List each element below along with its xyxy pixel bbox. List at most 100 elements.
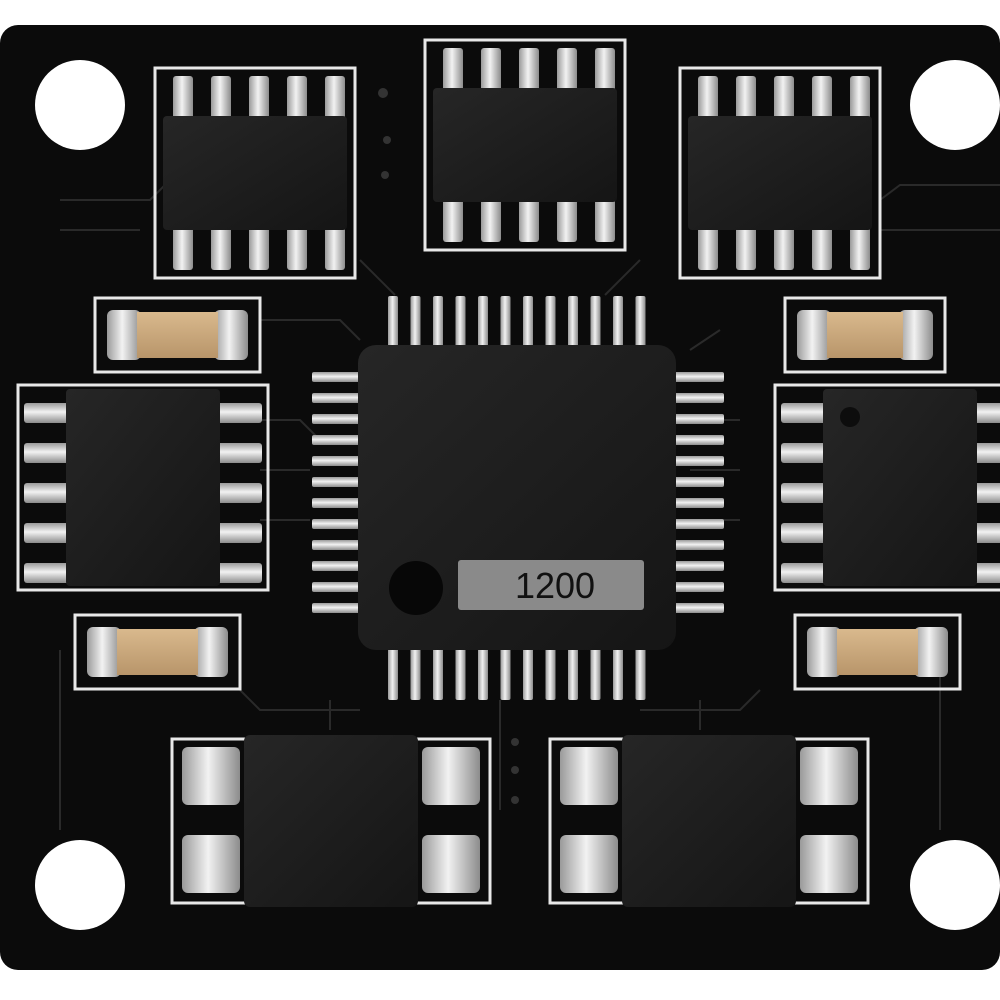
capacitor-4: [793, 613, 962, 691]
silkscreen-outline: [423, 38, 627, 252]
qfp-pin-left: [312, 561, 362, 571]
pin: [287, 226, 307, 270]
cap-body: [117, 629, 198, 675]
pin: [781, 483, 829, 503]
pin: [214, 443, 262, 463]
silkscreen-outline: [73, 613, 242, 691]
soic-chip-top-3: [678, 66, 882, 280]
qfp-pin-left: [312, 540, 362, 550]
qfp-pin-right: [672, 456, 724, 466]
qfp-pin-top: [500, 296, 511, 352]
pin: [249, 226, 269, 270]
power-pad: [422, 747, 480, 805]
pin: [812, 76, 832, 120]
pin: [774, 226, 794, 270]
power-pad: [182, 835, 240, 893]
qfp-pin-left: [312, 414, 362, 424]
pin: [214, 563, 262, 583]
qfp-pin-left: [312, 477, 362, 487]
cap-body: [137, 312, 218, 358]
qfp-pin-bottom: [410, 648, 421, 700]
vias: [378, 88, 519, 804]
qfp-pin-top: [478, 296, 488, 352]
qfp-pin-right: [672, 519, 724, 529]
power-pad: [800, 747, 858, 805]
qfp-pin-right: [672, 414, 724, 424]
qfp-chip: [312, 296, 724, 700]
qfp-pin-bottom: [478, 648, 488, 700]
cap-terminal: [899, 310, 933, 360]
chip-label: 1200: [458, 560, 644, 610]
qfp-pin-bottom: [500, 648, 511, 700]
pin: [698, 76, 718, 120]
pin1-dot: [389, 561, 443, 615]
pin: [971, 403, 1000, 423]
power-chip-2: [548, 735, 870, 907]
pin: [287, 76, 307, 120]
pin: [595, 198, 615, 242]
qfp-pin-right: [672, 477, 724, 487]
pin: [443, 198, 463, 242]
qfp-pin-right: [672, 435, 724, 445]
qfp-pin-left: [312, 603, 362, 613]
chip-body: [688, 116, 872, 230]
chip-body: [433, 88, 617, 202]
pin: [443, 48, 463, 92]
pin: [519, 48, 539, 92]
qfp-pin-right: [672, 540, 724, 550]
traces: [59, 174, 1000, 830]
pin: [850, 76, 870, 120]
power-pad: [422, 835, 480, 893]
pin: [24, 443, 72, 463]
qfp-pin-top: [410, 296, 421, 352]
pin: [971, 443, 1000, 463]
pin: [519, 198, 539, 242]
pin: [211, 76, 231, 120]
cap-terminal: [107, 310, 141, 360]
silkscreen-outline: [678, 66, 882, 280]
mounting-hole-bottom-right: [910, 840, 1000, 930]
cap-terminal: [214, 310, 248, 360]
qfp-pin-bottom: [455, 648, 466, 700]
pin: [557, 48, 577, 92]
pin: [325, 226, 345, 270]
qfp-pin-left: [312, 456, 362, 466]
qfp-pin-left: [312, 372, 362, 382]
chip-body: [823, 389, 977, 586]
soic-chip-side-1: [16, 383, 270, 592]
cap-terminal: [807, 627, 841, 677]
qfp-pin-bottom: [613, 648, 623, 700]
pin: [781, 523, 829, 543]
silkscreen-outline: [783, 296, 947, 374]
pin: [24, 563, 72, 583]
pin: [211, 226, 231, 270]
pin: [850, 226, 870, 270]
pin: [173, 226, 193, 270]
qfp-pin-top: [568, 296, 578, 352]
qfp-pin-right: [672, 561, 724, 571]
qfp-pin-bottom: [590, 648, 601, 700]
pin: [24, 523, 72, 543]
qfp-pin-right: [672, 603, 724, 613]
capacitor-1: [93, 296, 262, 374]
chip-body: [622, 735, 796, 907]
qfp-pin-right: [672, 372, 724, 382]
silkscreen-outline: [153, 66, 357, 280]
qfp-pin-bottom: [433, 648, 443, 700]
silkscreen-outline: [93, 296, 262, 374]
chip-marking: 1200: [515, 565, 595, 606]
qfp-pin-bottom: [523, 648, 533, 700]
qfp-pin-top: [613, 296, 623, 352]
pin: [24, 483, 72, 503]
silkscreen-outline: [773, 383, 1000, 592]
qfp-pin-left: [312, 393, 362, 403]
chip-body: [66, 389, 220, 586]
qfp-pin-bottom: [568, 648, 578, 700]
pin: [971, 523, 1000, 543]
pin: [481, 198, 501, 242]
qfp-pin-right: [672, 582, 724, 592]
silkscreen-outline: [793, 613, 962, 691]
qfp-pin-top: [523, 296, 533, 352]
power-pad: [800, 835, 858, 893]
